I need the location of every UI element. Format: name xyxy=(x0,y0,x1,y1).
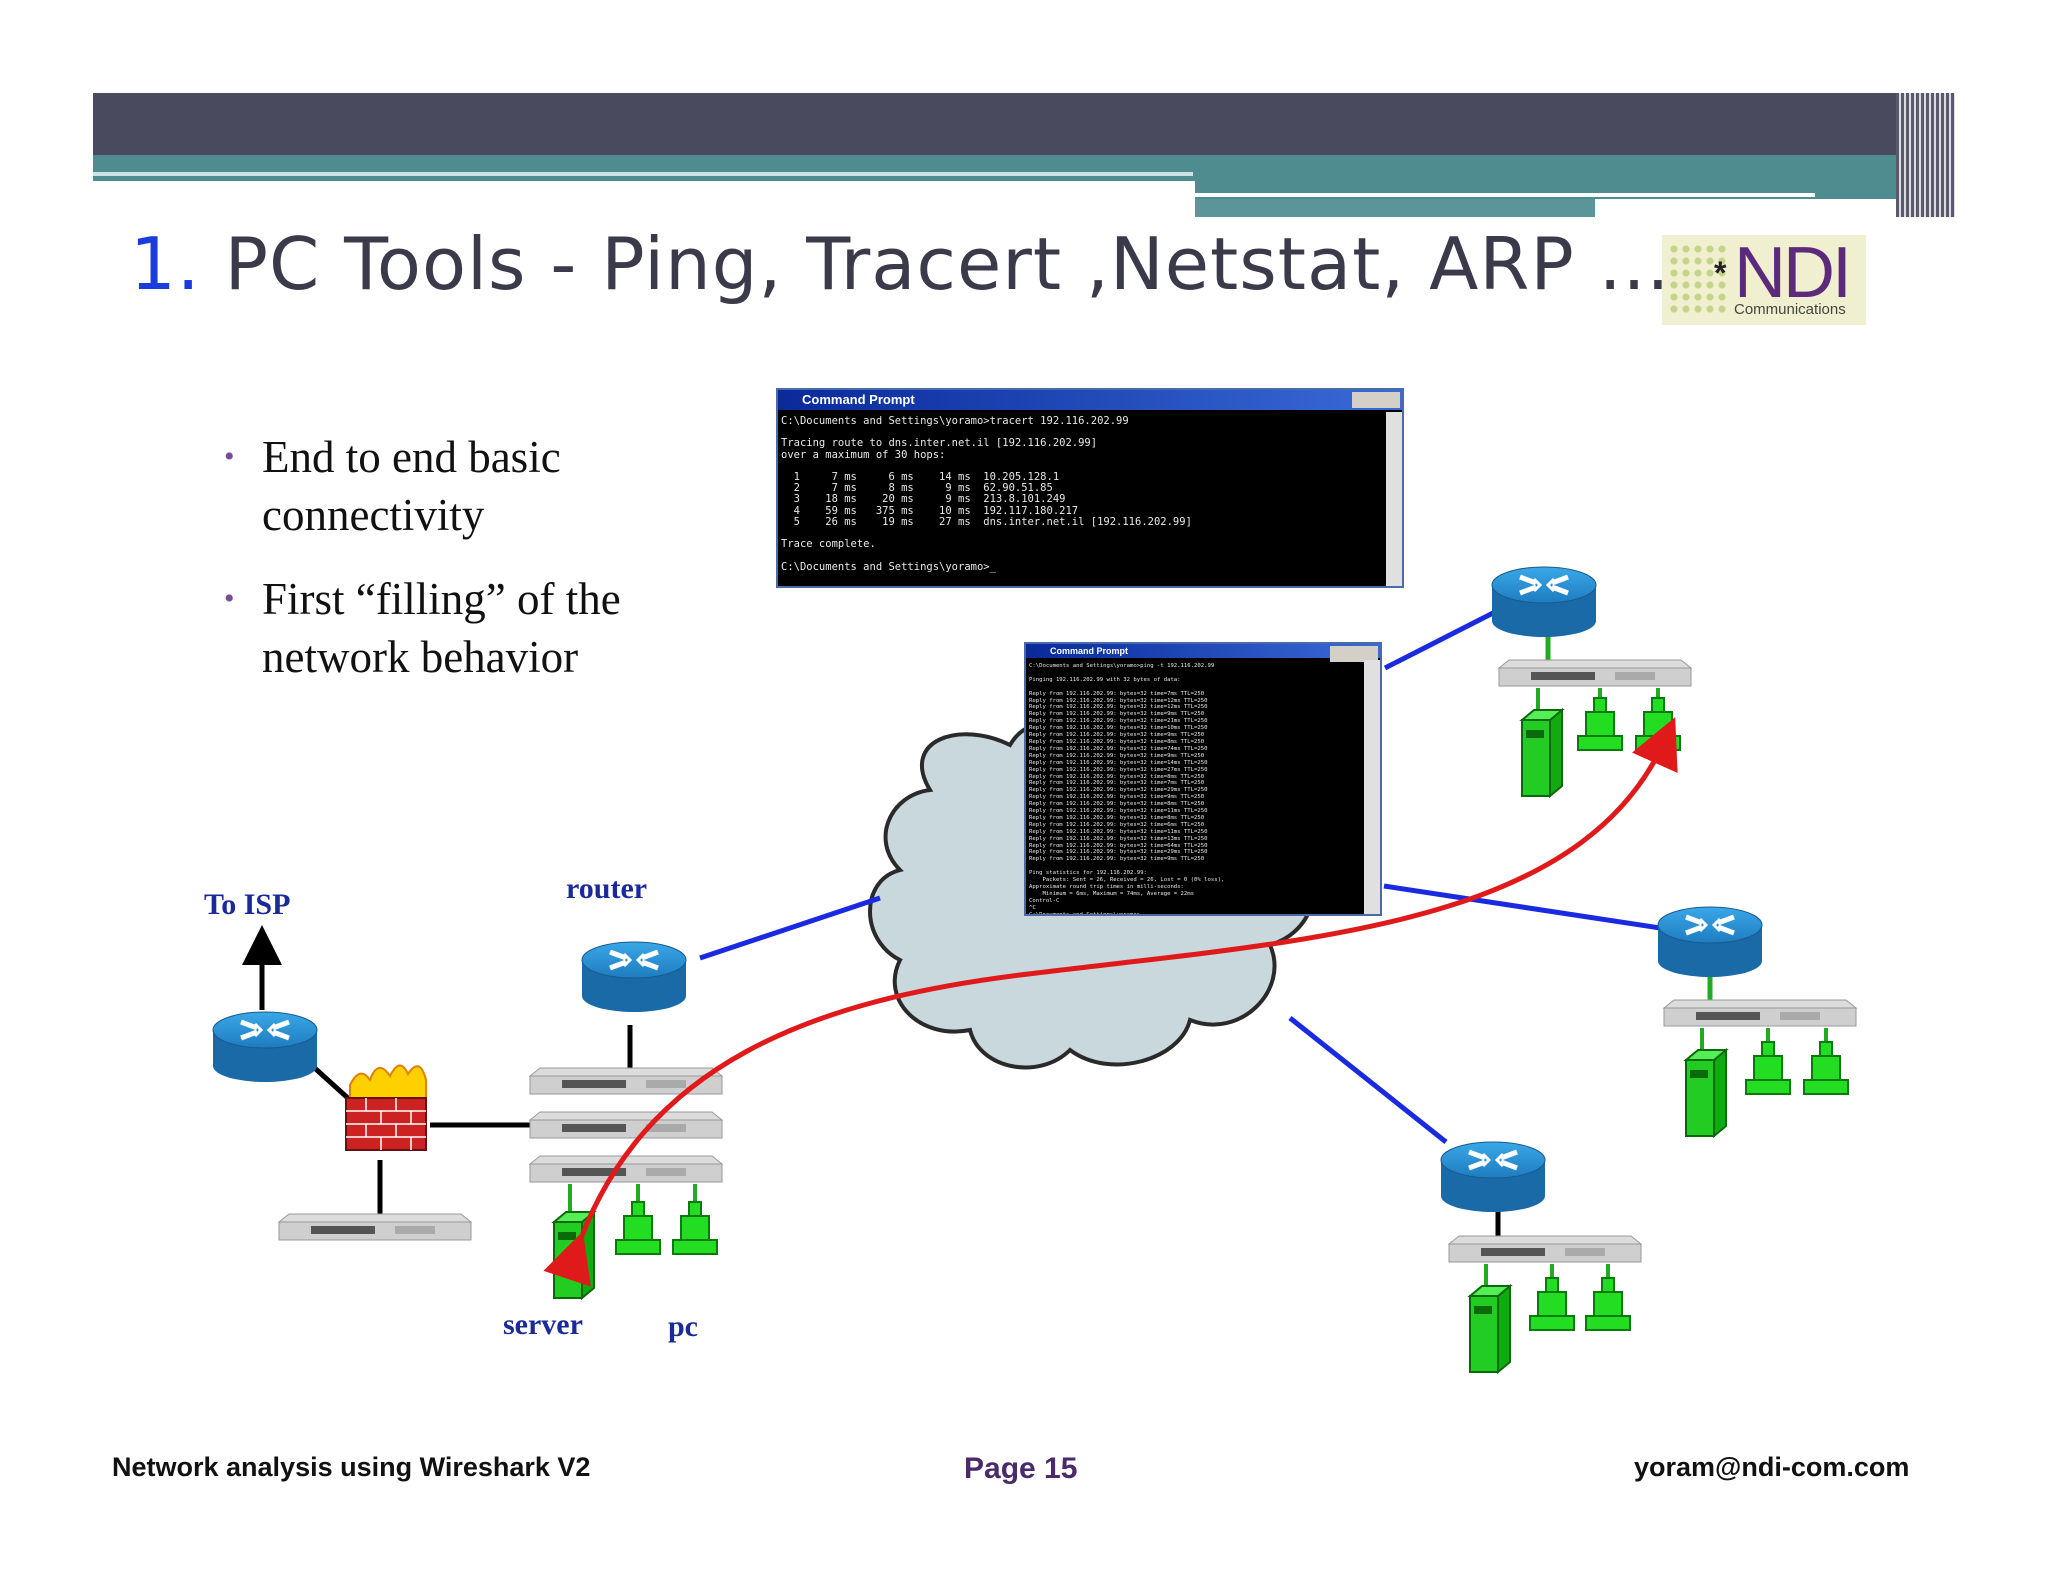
logo-subtitle: Communications xyxy=(1734,301,1846,318)
router-icon xyxy=(1441,1142,1545,1212)
router-icon xyxy=(582,942,686,1012)
pc-icon xyxy=(1577,697,1623,751)
isp-router-icon xyxy=(213,1012,317,1082)
firewall-icon xyxy=(345,1064,427,1151)
bullet-line: End to end basic xyxy=(262,432,561,482)
link-cloud-router-e xyxy=(1383,883,1661,931)
logo-brand: NDI xyxy=(1734,233,1852,313)
header-stripes xyxy=(1896,93,1955,217)
bullet-dot: • xyxy=(224,582,235,615)
link-cloud-router-ne xyxy=(1383,609,1497,671)
switch-icon xyxy=(1498,659,1692,687)
tracert-output: C:\Documents and Settings\yoramo>tracert… xyxy=(781,415,1192,573)
label-pc: pc xyxy=(668,1310,698,1343)
bullet-dot: • xyxy=(224,440,235,473)
link-router-cloud xyxy=(699,895,881,961)
server-icon xyxy=(553,1211,595,1299)
bullet-item: • First “filling” of the network behavio… xyxy=(224,570,702,686)
header-rule xyxy=(93,172,1193,176)
window-controls-icon xyxy=(1352,392,1400,408)
slide-title: 1. PC Tools - Ping, Tracert ,Netstat, AR… xyxy=(130,222,1718,306)
link-cloud-router-se xyxy=(1288,1016,1448,1144)
pc-icon xyxy=(1585,1277,1631,1331)
window-controls-icon xyxy=(1330,646,1378,662)
pc-icon xyxy=(1635,697,1681,751)
ping-command-window: Command Prompt C:\Documents and Settings… xyxy=(1024,642,1382,916)
header-banner xyxy=(93,93,1955,155)
switch-icon xyxy=(529,1155,723,1183)
server-icon xyxy=(1685,1049,1727,1137)
scrollbar xyxy=(1386,412,1402,586)
pc-icon xyxy=(672,1201,718,1255)
label-router: router xyxy=(566,872,648,905)
header-rule-2 xyxy=(1195,193,1815,197)
bullet-line: connectivity xyxy=(262,490,485,540)
label-to-isp: To ISP xyxy=(204,888,291,921)
scrollbar xyxy=(1364,660,1380,914)
switch-icon xyxy=(1448,1235,1642,1263)
server-icon xyxy=(1469,1285,1511,1373)
switch-icon xyxy=(278,1213,472,1241)
logo-dots xyxy=(1668,243,1728,317)
switch-icon xyxy=(529,1111,723,1139)
bullet-item: • End to end basic connectivity xyxy=(224,428,702,544)
header-band-step-2 xyxy=(1195,199,1595,217)
ndi-logo: * NDI Communications xyxy=(1662,235,1866,325)
logo-asterisk: * xyxy=(1714,255,1727,291)
window-titlebar: Command Prompt xyxy=(778,390,1402,410)
label-server: server xyxy=(503,1308,583,1341)
window-titlebar: Command Prompt xyxy=(1026,644,1380,662)
title-number: 1. xyxy=(130,222,201,306)
window-title: Command Prompt xyxy=(1050,646,1129,656)
footer-page-number: Page 15 xyxy=(964,1452,1078,1485)
pc-icon xyxy=(1529,1277,1575,1331)
footer-course-title: Network analysis using Wireshark V2 xyxy=(112,1452,591,1482)
window-title: Command Prompt xyxy=(802,392,915,407)
bullet-line: network behavior xyxy=(262,632,579,682)
pc-icon xyxy=(1745,1041,1791,1095)
switch-icon xyxy=(529,1067,723,1095)
pc-icon xyxy=(615,1201,661,1255)
footer-email: yoram@ndi-com.com xyxy=(1634,1452,1910,1482)
header-band xyxy=(93,155,1955,181)
pc-icon xyxy=(1803,1041,1849,1095)
header-rule-3 xyxy=(1595,212,1955,216)
bullet-line: First “filling” of the xyxy=(262,574,621,624)
title-text: PC Tools - Ping, Tracert ,Netstat, ARP .… xyxy=(224,222,1719,306)
router-icon xyxy=(1492,567,1596,637)
server-icon xyxy=(1521,709,1563,797)
router-icon xyxy=(1658,907,1762,977)
ping-output: C:\Documents and Settings\yoramo>ping -t… xyxy=(1029,663,1225,914)
tracert-command-window: Command Prompt C:\Documents and Settings… xyxy=(776,388,1404,588)
switch-icon xyxy=(1663,999,1857,1027)
